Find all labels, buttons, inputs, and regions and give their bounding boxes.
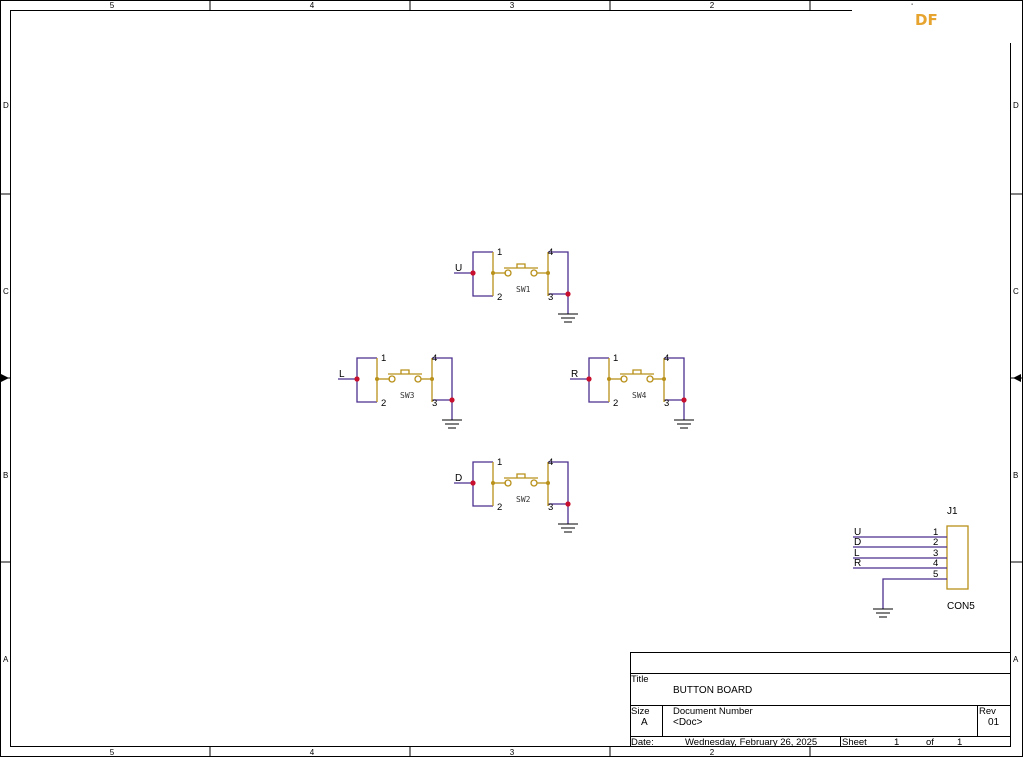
- size-label: Size: [631, 706, 649, 717]
- title-label: Title: [631, 674, 649, 685]
- size-value: A: [641, 717, 648, 728]
- col-label: 2: [710, 748, 715, 757]
- pin-number: 3: [548, 502, 553, 513]
- connector-ref: J1: [947, 506, 958, 517]
- junction-dot: [354, 376, 360, 382]
- switch-ref: SW3: [400, 391, 415, 400]
- pin-number: 2: [497, 502, 502, 513]
- col-label: 4: [310, 748, 315, 757]
- pin-number: 4: [664, 353, 669, 364]
- row-label: A: [1013, 655, 1019, 664]
- net-label: R: [571, 369, 578, 380]
- row-label: B: [3, 471, 8, 480]
- rev-value: 01: [988, 717, 1000, 728]
- pin-number: 2: [497, 292, 502, 303]
- junction-dot: [565, 501, 571, 507]
- svg-text:▪: ▪: [911, 2, 913, 8]
- col-label: 3: [510, 1, 515, 10]
- date-label: Date:: [631, 737, 654, 748]
- center-arrow-right-icon: [1013, 374, 1021, 382]
- pin-number: 3: [664, 398, 669, 409]
- junction-dot: [449, 397, 455, 403]
- pin-number: 2: [381, 398, 386, 409]
- logo-mark: DF: [915, 11, 938, 29]
- junction-dot: [470, 270, 476, 276]
- sheet-label: Sheet: [842, 737, 867, 748]
- row-label: D: [3, 101, 9, 110]
- pin-number: 3: [933, 548, 938, 559]
- pin-number: 4: [933, 558, 938, 569]
- pin-number: 2: [933, 537, 938, 548]
- row-label: D: [1013, 101, 1019, 110]
- switch-sw4[interactable]: R 1 2 3 4 SW4: [570, 353, 694, 429]
- ground-icon: [558, 523, 578, 533]
- switch-ref: SW1: [516, 285, 531, 294]
- switch-sw2[interactable]: D 1 2 3 4 SW2: [454, 457, 578, 533]
- row-label: A: [3, 655, 9, 664]
- pin-number: 5: [933, 569, 938, 580]
- sheet-number: 1: [894, 737, 899, 748]
- switch-sw3[interactable]: L 1 2 3 4 SW3: [338, 353, 462, 429]
- zone-labels: 5 4 3 2 5 4 3 2 D C B A D C B A: [3, 1, 1019, 757]
- pin-number: 1: [613, 353, 618, 364]
- switch-ref: SW4: [632, 391, 647, 400]
- center-arrow-left-icon: [1, 374, 9, 382]
- sheet-total: 1: [957, 737, 962, 748]
- junction-dot: [681, 397, 687, 403]
- net-label: D: [854, 537, 861, 548]
- col-label: 5: [110, 1, 115, 10]
- switch-ref: SW2: [516, 495, 531, 504]
- ground-icon: [442, 419, 462, 429]
- connector-value: CON5: [947, 601, 975, 612]
- doc-number-label: Document Number: [673, 706, 753, 717]
- rev-label: Rev: [979, 706, 996, 717]
- net-label: U: [455, 263, 462, 274]
- connector-j1[interactable]: J1 U D L R 1 2 3 4 5 CON5: [853, 506, 975, 618]
- title-block: Title BUTTON BOARD Size A Document Numbe…: [630, 652, 1011, 748]
- col-label: 2: [710, 1, 715, 10]
- row-label: C: [3, 287, 9, 296]
- ground-icon: [558, 313, 578, 323]
- pin-number: 2: [613, 398, 618, 409]
- pin-number: 4: [548, 457, 553, 468]
- col-label: 5: [110, 748, 115, 757]
- doc-number-value: <Doc>: [673, 717, 703, 728]
- junction-dot: [470, 480, 476, 486]
- pin-number: 4: [548, 247, 553, 258]
- net-label: L: [339, 369, 345, 380]
- pin-number: 1: [933, 527, 938, 538]
- junction-dot: [586, 376, 592, 382]
- pin-number: 3: [432, 398, 437, 409]
- date-value: Wednesday, February 26, 2025: [685, 737, 817, 748]
- pin-number: 4: [432, 353, 437, 364]
- net-label: D: [455, 473, 462, 484]
- net-label: L: [854, 548, 860, 559]
- col-label: 4: [310, 1, 315, 10]
- junction-dot: [565, 291, 571, 297]
- pin-number: 1: [381, 353, 386, 364]
- net-label: R: [854, 558, 861, 569]
- pin-number: 1: [497, 457, 502, 468]
- net-label: U: [854, 527, 861, 538]
- pin-number: 3: [548, 292, 553, 303]
- pin-number: 1: [497, 247, 502, 258]
- switch-sw1[interactable]: U 1 2 3 4 SW1: [454, 247, 578, 323]
- row-label: C: [1013, 287, 1019, 296]
- row-label: B: [1013, 471, 1018, 480]
- ground-icon: [873, 608, 893, 618]
- col-label: 3: [510, 748, 515, 757]
- connector-body: [946, 525, 969, 590]
- of-label: of: [926, 737, 934, 748]
- ground-icon: [674, 419, 694, 429]
- title-value: BUTTON BOARD: [673, 685, 752, 696]
